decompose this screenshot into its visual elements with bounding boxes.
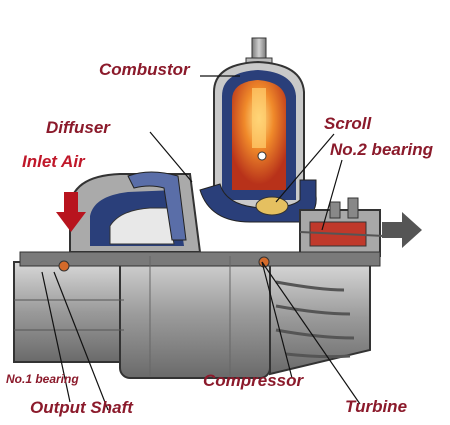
leader-output-shaft: [53, 271, 109, 411]
combustor-casing: [213, 37, 305, 211]
label-no1-bearing: No.1 bearing: [6, 372, 79, 386]
label-scroll: Scroll: [324, 114, 372, 133]
label-compressor: Compressor: [203, 371, 304, 390]
label-combustor: Combustor: [99, 60, 190, 79]
inlet-arrow: [56, 192, 86, 232]
exhaust-section: [299, 197, 385, 257]
label-no2-bearing: No.2 bearing: [330, 140, 433, 159]
exhaust-arrow: [382, 212, 422, 248]
leader-no1-bearing: [41, 271, 71, 403]
leader-turbine: [261, 261, 361, 405]
leader-diffuser: [149, 131, 193, 183]
leader-lines: [41, 75, 361, 411]
leader-no2-bearing: [321, 159, 343, 231]
label-inlet-air: Inlet Air: [22, 152, 85, 171]
leader-compressor: [261, 261, 293, 379]
scroll: [199, 179, 317, 223]
engine-body: [13, 251, 381, 379]
compressor-housing: [69, 171, 202, 253]
label-diffuser: Diffuser: [46, 118, 110, 137]
label-turbine: Turbine: [345, 397, 408, 416]
leader-scroll: [275, 133, 335, 203]
label-output-shaft: Output Shaft: [30, 398, 133, 417]
